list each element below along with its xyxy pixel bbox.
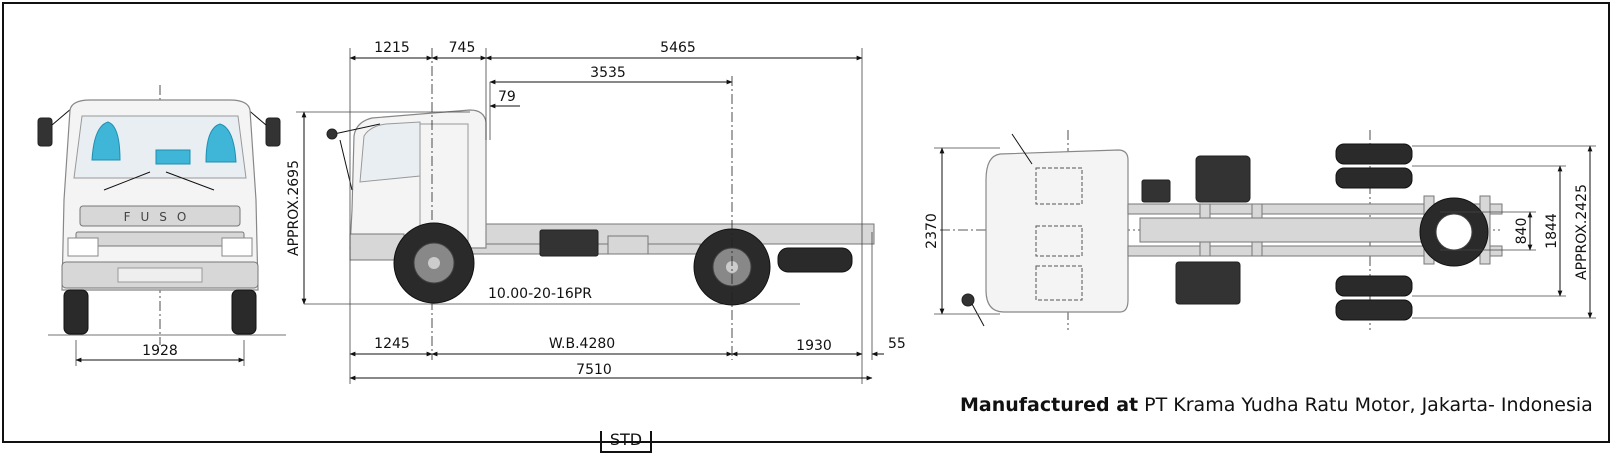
seat-right: [205, 123, 237, 163]
front-mirror-right: [245, 107, 281, 147]
dim-frame-width: 1844: [1544, 213, 1560, 249]
brand-lettering: FUSO: [124, 210, 197, 224]
dim-cab-gap: 745: [449, 40, 476, 56]
dim-inner-span: 3535: [590, 65, 626, 81]
manufacturer-note: Manufactured at PT Krama Yudha Ratu Moto…: [960, 394, 1593, 416]
dim-rear-overhang: 1930: [796, 338, 832, 354]
manufacturer-label: Manufactured at: [960, 394, 1139, 416]
dim-top-width-left: 2370: [924, 213, 940, 249]
side-front-wheel: [393, 222, 475, 304]
dim-overall-width: APPROX.2425: [1574, 184, 1590, 280]
dim-rear-extra: 55: [888, 336, 906, 352]
rear-tire-3: [1335, 275, 1413, 297]
front-mirror-left: [37, 107, 73, 147]
dim-body-length: 5465: [660, 40, 696, 56]
std-stamp: STD: [600, 431, 652, 453]
seat-left: [91, 121, 121, 161]
side-view: 1215 745 5465 3535 79 APPROX.2695 10.00-…: [286, 40, 906, 384]
dim-front-overhang: 1245: [374, 336, 410, 352]
dim-cab-clearance: 79: [498, 89, 516, 105]
dim-wheelbase: W.B.4280: [549, 336, 615, 352]
tire-size-label: 10.00-20-16PR: [488, 286, 592, 302]
rear-tire-4: [1335, 299, 1413, 321]
front-wheel-right: [231, 289, 257, 335]
dim-cab-overhang: 1215: [374, 40, 410, 56]
dim-overall-length: 7510: [576, 362, 612, 378]
top-view: 2370 840 1844 APPROX.2425: [924, 130, 1596, 330]
dim-rear-track: 840: [1514, 218, 1530, 245]
manufacturer-text: PT Krama Yudha Ratu Motor, Jakarta- Indo…: [1144, 394, 1593, 416]
front-wheel-left: [63, 289, 89, 335]
rear-tire-1: [1335, 143, 1413, 165]
dim-overall-height: APPROX.2695: [286, 160, 302, 256]
rear-tire-2: [1335, 167, 1413, 189]
front-view: FUSO 1928: [37, 85, 286, 366]
drawing-border: [2, 2, 1610, 443]
dim-front-width: 1928: [142, 343, 178, 359]
